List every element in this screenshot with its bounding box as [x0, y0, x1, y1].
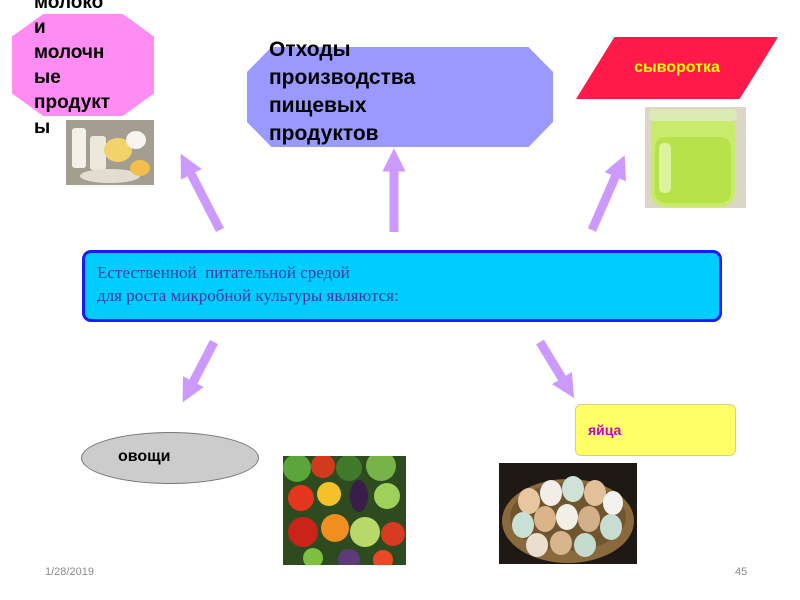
arrow-to-eggs [536, 339, 575, 398]
footer-date: 1/28/2019 [45, 566, 94, 578]
dairy-label-line: ые [34, 67, 61, 88]
waste-label-line: продуктов [269, 122, 379, 145]
eggs-node-shape [575, 404, 736, 456]
vegetables-node-shape [81, 432, 259, 484]
central-statement-line: для роста микробной культуры являются: [97, 286, 399, 305]
dairy-label-line: продукт [34, 92, 111, 113]
dairy-node-shape [12, 14, 154, 116]
waste-label-line: производства [269, 66, 416, 89]
whey-node-shape [576, 37, 778, 99]
dairy-label-line: молоко [34, 0, 104, 13]
dairy-label-line: и [34, 17, 46, 38]
food-waste-node-shape [247, 47, 553, 147]
dairy-node-label: молоко и молочн ые продукт ы [34, 0, 154, 140]
waste-label-line: Отходы [269, 38, 351, 61]
whey-jar-photo [645, 107, 746, 208]
dairy-label-line: ы [34, 117, 51, 138]
central-statement-box: Естественной питательной средой для рост… [82, 250, 722, 322]
food-waste-node-label: Отходы производства пищевых продуктов [269, 36, 529, 148]
arrow-to-vegetables [182, 339, 218, 403]
central-statement-line: Естественной питательной средой [97, 263, 350, 282]
dairy-label-line: молочн [34, 42, 105, 63]
arrow-to-whey [587, 155, 627, 232]
arrow-to-dairy [180, 153, 225, 233]
vegetables-photo [283, 456, 406, 565]
slide-number: 45 [735, 566, 748, 578]
waste-label-line: пищевых [269, 94, 367, 117]
whey-node-label: сыворотка [634, 59, 720, 76]
dairy-products-photo [66, 120, 154, 185]
vegetables-node-label: овощи [118, 448, 171, 465]
eggs-basket-photo [499, 463, 637, 564]
eggs-node-label: яйца [588, 422, 622, 438]
